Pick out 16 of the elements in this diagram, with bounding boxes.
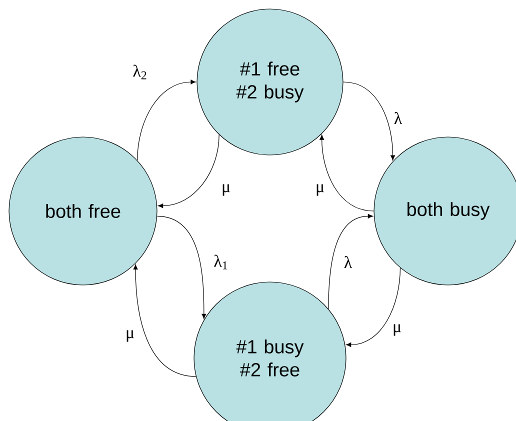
edge-label: μ xyxy=(222,184,230,196)
edge-label: λ xyxy=(344,256,352,268)
edge-label: μ xyxy=(126,330,134,342)
arrow xyxy=(158,134,220,208)
arrow xyxy=(137,80,196,161)
edge-label: λ xyxy=(394,112,402,124)
edge-label: μ xyxy=(316,184,324,196)
arrow xyxy=(346,268,401,347)
arrow xyxy=(156,216,206,320)
edge-label: λ$_{2}$ xyxy=(133,64,146,80)
arrow xyxy=(343,82,396,160)
edge-label: μ xyxy=(394,324,401,336)
arrow xyxy=(328,214,374,310)
arrow xyxy=(133,264,196,377)
edge-label: λ$_{1}$ xyxy=(214,254,228,270)
arrow xyxy=(320,134,374,212)
